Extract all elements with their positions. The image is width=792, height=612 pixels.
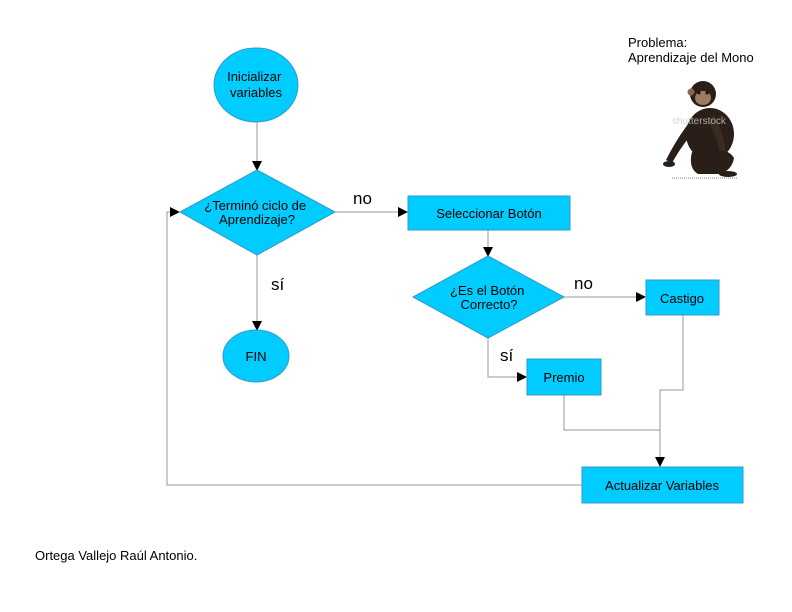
svg-text:Actualizar Variables: Actualizar Variables: [605, 478, 719, 493]
edges: [166, 120, 684, 486]
svg-text:Seleccionar Botón: Seleccionar Botón: [436, 206, 542, 221]
svg-text:Castigo: Castigo: [660, 291, 704, 306]
node-reward-label: Premio: [543, 370, 584, 385]
edge-reward-to-update: [563, 395, 665, 467]
node-loop-decision-line-1: ¿Terminó ciclo de: [204, 198, 306, 213]
svg-text:Inicializar variables: Inicializar variables: [227, 69, 285, 100]
svg-text:Premio: Premio: [543, 370, 584, 385]
node-correct-decision-line-1: ¿Es el Botón: [450, 283, 524, 298]
edge-correct-to-reward: [487, 338, 527, 382]
edge-label-loop-yes: sí: [271, 275, 285, 294]
svg-text:FIN: FIN: [246, 349, 267, 364]
node-end-label: FIN: [246, 349, 267, 364]
node-init-line-2: variables: [230, 85, 283, 100]
node-loop-decision: ¿Terminó ciclo de Aprendizaje?: [178, 169, 337, 256]
node-init-line-1: Inicializar: [227, 69, 282, 84]
problem-title: Problema:: [628, 35, 688, 50]
node-punishment: Castigo: [645, 279, 720, 316]
node-init: Inicializar variables: [213, 47, 299, 123]
svg-text:¿Es el Botón Correcto?: ¿Es el Botón Correcto?: [450, 283, 528, 312]
node-update: Actualizar Variables: [581, 466, 744, 504]
author-credit: Ortega Vallejo Raúl Antonio.: [35, 548, 198, 563]
edge-label-correct-no: no: [574, 274, 593, 293]
edge-label-correct-yes: sí: [500, 346, 514, 365]
problem-subtitle: Aprendizaje del Mono: [628, 50, 754, 65]
node-end: FIN: [222, 329, 290, 383]
edge-label-loop-no: no: [353, 189, 372, 208]
node-correct-decision-line-2: Correcto?: [460, 297, 517, 312]
svg-text:¿Terminó ciclo de Aprend: ¿Terminó ciclo de Aprendizaje?: [204, 198, 310, 227]
node-loop-decision-line-2: Aprendizaje?: [219, 212, 295, 227]
node-reward: Premio: [526, 358, 602, 396]
node-select-button: Seleccionar Botón: [407, 195, 571, 231]
edge-punishment-to-update: [659, 315, 684, 430]
watermark-text: shutterstock: [672, 116, 727, 127]
chimpanzee-image: shutterstock: [663, 81, 738, 179]
node-select-button-label: Seleccionar Botón: [436, 206, 542, 221]
edge-update-to-loop: [166, 207, 582, 486]
node-correct-decision: ¿Es el Botón Correcto?: [411, 255, 566, 339]
node-update-label: Actualizar Variables: [605, 478, 719, 493]
node-punishment-label: Castigo: [660, 291, 704, 306]
